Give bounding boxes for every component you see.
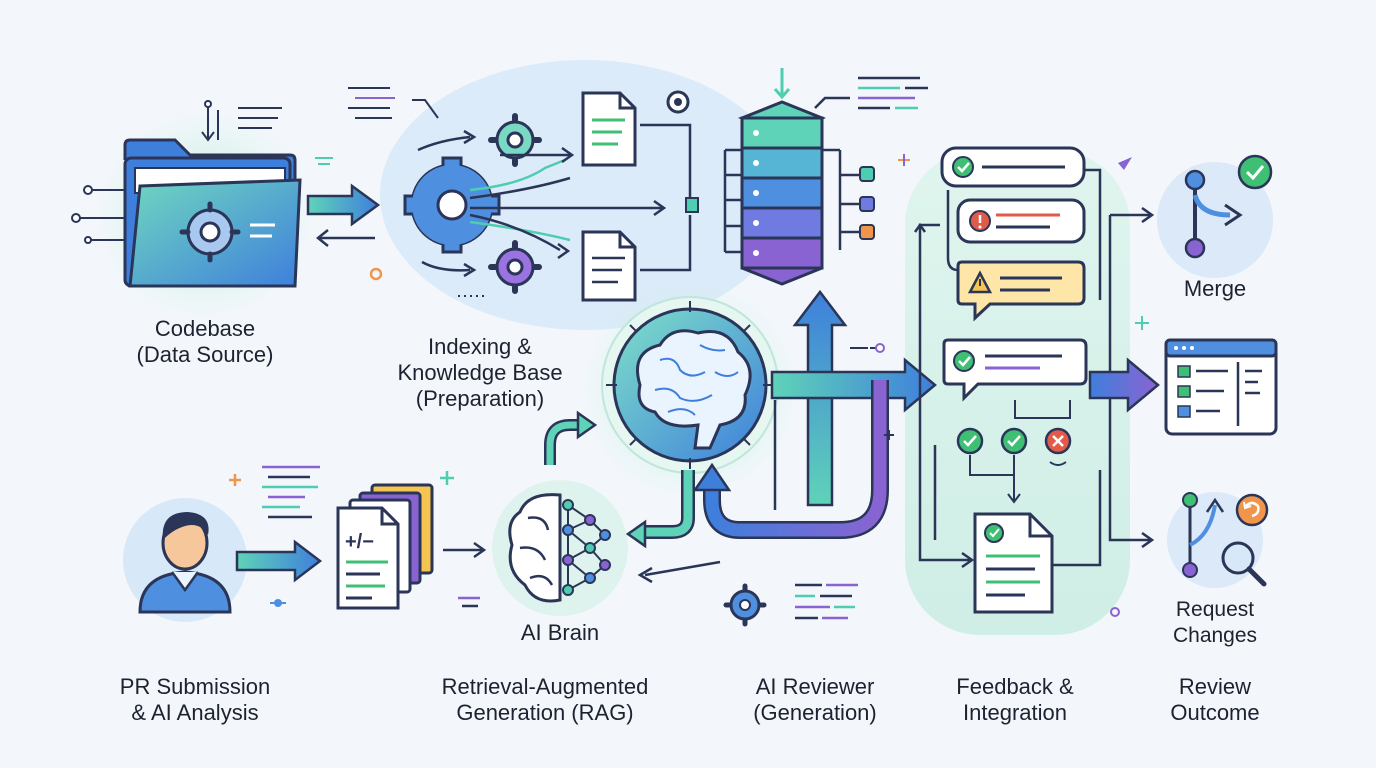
rag-to-brain-arrow: [544, 343, 885, 465]
rag-label: Retrieval-Augmented Generation (RAG): [400, 674, 690, 726]
pr-line1: PR Submission: [119, 674, 271, 699]
reviewer-code-lines: [795, 583, 858, 620]
feedback-label: Feedback & Integration: [920, 674, 1110, 726]
reviewer-line1: AI Reviewer: [755, 674, 875, 699]
outcome-line2: Outcome: [1170, 700, 1260, 725]
gear-icon-bottom: [488, 240, 542, 294]
rag-brain-network-icon: [508, 493, 611, 603]
rag-line1: Retrieval-Augmented: [441, 674, 649, 699]
codebase-subtitle: (Data Source): [136, 342, 274, 367]
reviewer-gear-icon: [723, 583, 767, 627]
central-brain-node: [601, 296, 779, 474]
feedback-comment-approved: [942, 338, 1088, 402]
ai-brain-label: AI Brain: [490, 620, 630, 646]
merge-title: Merge: [1183, 276, 1247, 301]
feedback-to-outcome-arrow: [1088, 357, 1160, 413]
indexing-line1: Indexing &: [428, 334, 532, 359]
pr-submission-label: PR Submission & AI Analysis: [80, 674, 310, 726]
pr-to-docs-arrow: [235, 539, 323, 583]
feedback-comment-ok: [940, 146, 1086, 188]
indexing-line3: (Preparation): [415, 386, 545, 411]
ai-brain-title: AI Brain: [520, 620, 600, 645]
rag-line2: Generation (RAG): [456, 700, 634, 725]
sparkle-small: [270, 599, 286, 607]
document-icon-bottom: [581, 230, 637, 302]
diff-glyph: +/−: [345, 531, 374, 553]
outcome-line1: Review: [1178, 674, 1252, 699]
pr-line2: & AI Analysis: [131, 700, 259, 725]
request-line2: Changes: [1172, 624, 1258, 647]
developer-avatar: [138, 512, 232, 614]
reviewer-label: AI Reviewer (Generation): [720, 674, 910, 726]
review-panel-window-icon: [1164, 338, 1278, 436]
document-icon-top: [581, 91, 637, 167]
reviewer-line2: (Generation): [753, 700, 877, 725]
feedback-status-checks: [956, 400, 1072, 504]
codebase-title: Codebase: [154, 316, 256, 341]
indexing-flow-lines: [417, 123, 692, 278]
codebase-label: Codebase (Data Source): [100, 316, 310, 368]
feedback-sparkles: [884, 157, 1149, 617]
indexing-glow: [380, 60, 790, 330]
feedback-comment-error: [956, 198, 1086, 244]
docs-to-rag-arrow: [440, 471, 487, 608]
feedback-line1: Feedback &: [956, 674, 1074, 699]
reviewer-loop-arrows: [625, 380, 889, 584]
outcome-label: Review Outcome: [1140, 674, 1290, 726]
feedback-line2: Integration: [963, 700, 1067, 725]
big-gear-icon: [403, 156, 501, 254]
pr-code-lines: [229, 465, 320, 519]
code-diff-document-icon: +/−: [336, 483, 434, 610]
codebase-to-indexing-arrow: [306, 183, 381, 227]
server-code-lines: [858, 76, 928, 110]
indexing-to-codebase-arrow: [315, 229, 375, 247]
sparkle-cross: [898, 154, 910, 166]
request-changes-icon: [1182, 492, 1269, 587]
merge-icon: [1184, 154, 1273, 259]
merge-label: Merge: [1150, 276, 1280, 302]
integrated-document-icon: [973, 512, 1054, 614]
feedback-comment-warning: [956, 260, 1086, 322]
gear-icon-top: [488, 113, 542, 167]
request-changes-label: Request Changes: [1140, 597, 1290, 649]
indexing-label: Indexing & Knowledge Base (Preparation): [350, 334, 610, 412]
codebase-folder-icon: [123, 138, 302, 288]
codebase-sparks: [71, 100, 333, 244]
indexing-line2: Knowledge Base: [397, 360, 563, 385]
gear-icon-small: [666, 90, 690, 114]
indexing-lines: [348, 87, 439, 119]
request-line1: Request: [1175, 598, 1255, 621]
database-server-icon: [723, 68, 875, 286]
feedback-connector-lines: [913, 168, 1155, 569]
